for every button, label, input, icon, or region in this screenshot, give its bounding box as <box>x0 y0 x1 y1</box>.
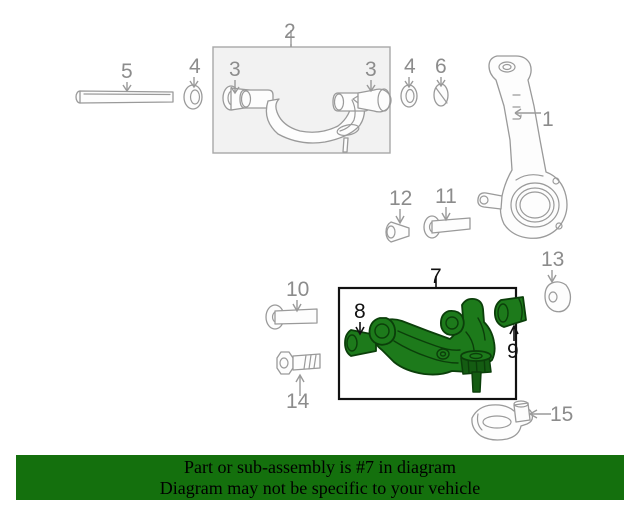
callout-13: 13 <box>541 248 564 271</box>
part-12-cone-nut <box>385 221 410 243</box>
footer-line-2: Diagram may not be specific to your vehi… <box>159 477 481 498</box>
callout-7: 7 <box>430 265 442 288</box>
callout-leaders <box>122 30 557 419</box>
callout-11: 11 <box>435 185 457 208</box>
part-4-washer-left <box>183 84 203 110</box>
part-15-lower-bracket <box>471 400 534 441</box>
callout-1: 1 <box>542 108 554 131</box>
callout-4a: 4 <box>189 55 201 78</box>
part-13-ball-joint-seat <box>544 281 572 313</box>
part-9-bushing-rear <box>493 296 527 328</box>
part-5-shaft-bolt <box>75 90 174 104</box>
part-11-bolt <box>423 215 471 239</box>
part-4-washer-right <box>400 84 418 108</box>
callout-4b: 4 <box>404 55 416 78</box>
part-14-flange-bolt <box>276 351 321 375</box>
callout-12: 12 <box>389 187 412 210</box>
part-8-bushing-front <box>344 329 377 357</box>
callout-5: 5 <box>121 60 133 83</box>
footer-line-1: Part or sub-assembly is #7 in diagram <box>184 456 456 477</box>
part-1-steering-knuckle <box>477 55 568 239</box>
callout-2: 2 <box>284 20 296 43</box>
part-6-retaining-ring <box>433 83 449 107</box>
callout-9: 9 <box>507 340 519 363</box>
callout-10: 10 <box>286 278 309 301</box>
callout-3b: 3 <box>365 58 377 81</box>
callout-15: 15 <box>550 403 573 426</box>
callout-14: 14 <box>286 390 310 413</box>
callout-8: 8 <box>354 300 366 323</box>
callout-numbers: 1 2 3 3 4 4 5 6 7 8 9 10 11 12 13 14 15 <box>121 20 573 426</box>
part-3-bushing-right <box>352 88 392 113</box>
part-10-bolt <box>265 304 318 330</box>
callout-3a: 3 <box>229 58 241 81</box>
footer-banner: Part or sub-assembly is #7 in diagram Di… <box>16 455 624 500</box>
part-7-lower-control-arm <box>368 297 496 393</box>
callout-6: 6 <box>435 55 447 78</box>
